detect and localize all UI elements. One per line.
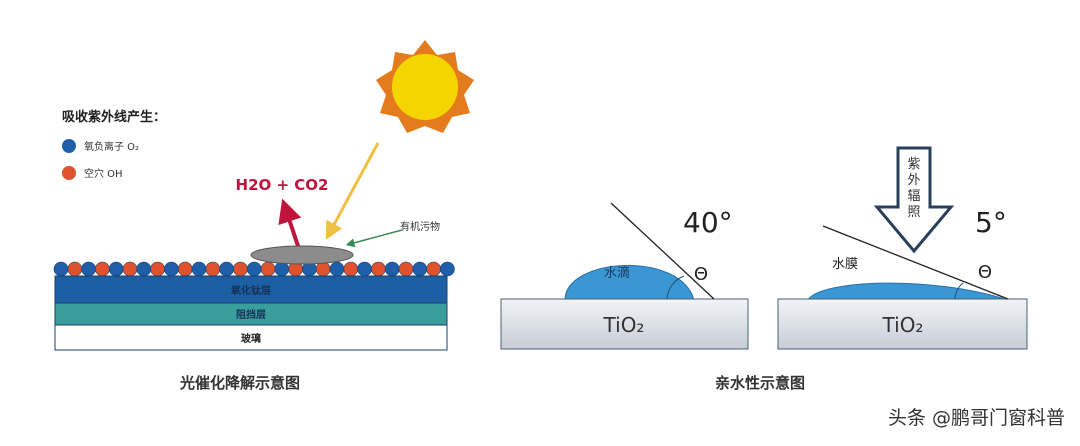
oxygen-ion-particle xyxy=(53,261,69,277)
oxygen-ion-particle xyxy=(412,261,428,277)
contact-angle-line xyxy=(822,225,1009,300)
layer-label: 阻挡层 xyxy=(236,308,266,321)
layer-label: 玻璃 xyxy=(241,332,261,345)
legend-hole: 空穴 OH xyxy=(84,167,123,180)
uv-label-char: 外 xyxy=(907,173,920,188)
sun-icon xyxy=(376,40,474,133)
legend-oxygen-ion: 氧负离子 O₂ xyxy=(84,140,139,153)
hydrophilicity-diagram: TiO₂ 水滴 40° Θ TiO₂ 水膜 5° Θ 紫 外 辐 照 亲水性示意… xyxy=(500,146,1028,392)
uv-label-char: 照 xyxy=(907,205,920,220)
products-label: H2O + CO2 xyxy=(236,176,329,194)
oxygen-ion-particle xyxy=(440,261,455,277)
oxygen-ion-particle xyxy=(136,261,152,277)
oxygen-ion-particle xyxy=(384,261,400,277)
angle-arc xyxy=(666,275,685,301)
angle-40-label: 40° xyxy=(683,206,733,239)
photocatalysis-caption: 光催化降解示意图 xyxy=(179,374,300,392)
hole-legend-dot xyxy=(62,166,76,180)
hole-particle xyxy=(371,261,386,277)
substrate-label: TiO₂ xyxy=(603,313,645,337)
hole-particle xyxy=(260,261,276,277)
legend-title: 吸收紫外线产生： xyxy=(62,109,166,125)
surface-particles xyxy=(53,261,455,277)
pollutant-label: 有机污物 xyxy=(400,220,440,233)
uv-irradiation-arrow xyxy=(873,146,955,254)
tio2-substrate xyxy=(500,298,749,350)
water-drop-label: 水滴 xyxy=(604,265,630,281)
oxygen-ion-particle xyxy=(329,261,345,277)
oxygen-ion-particle xyxy=(219,261,234,277)
glass-layer xyxy=(54,324,448,351)
oxygen-ion-particle xyxy=(246,261,262,277)
uv-label-char: 紫 xyxy=(907,157,920,172)
oxygen-ion-particle xyxy=(81,261,96,277)
substrate-label: TiO₂ xyxy=(882,313,924,337)
product-arrow xyxy=(278,198,302,247)
hole-particle xyxy=(177,261,193,277)
contact-angle-line xyxy=(610,202,715,300)
hydrophilicity-caption: 亲水性示意图 xyxy=(715,374,805,392)
theta-label: Θ xyxy=(694,264,708,285)
water-film xyxy=(807,282,1009,301)
organic-pollutant xyxy=(250,245,354,265)
oxygen-ion-particle xyxy=(164,261,179,277)
tio2-substrate xyxy=(777,298,1028,350)
titanium-oxide-layer xyxy=(54,275,448,304)
uv-light-arrow xyxy=(325,142,380,240)
oxygen-ion-legend-dot xyxy=(62,139,76,153)
hole-particle xyxy=(426,261,441,277)
hole-particle xyxy=(398,261,414,277)
layer-label: 氧化钛层 xyxy=(230,284,271,297)
uv-label-char: 辐 xyxy=(907,189,920,204)
hole-particle xyxy=(205,261,221,277)
hole-particle xyxy=(315,261,331,277)
water-drop xyxy=(564,264,695,301)
watermark: 头条 @鹏哥门窗科普 xyxy=(888,407,1065,429)
pollutant-pointer-arrow xyxy=(345,229,403,248)
theta-label: Θ xyxy=(978,262,992,283)
oxygen-ion-particle xyxy=(108,261,124,277)
water-film-label: 水膜 xyxy=(832,257,858,272)
hole-particle xyxy=(67,261,83,277)
hole-particle xyxy=(233,261,248,277)
angle-5-label: 5° xyxy=(975,206,1007,239)
hole-particle xyxy=(95,261,110,277)
photocatalysis-diagram: 吸收紫外线产生： 氧负离子 O₂ 空穴 OH H2O + CO2 有机污物 氧化… xyxy=(53,40,474,392)
oxygen-ion-particle xyxy=(191,261,207,277)
hole-particle xyxy=(343,261,359,277)
oxygen-ion-particle xyxy=(357,261,372,277)
hole-particle xyxy=(150,261,165,277)
hole-particle xyxy=(122,261,138,277)
